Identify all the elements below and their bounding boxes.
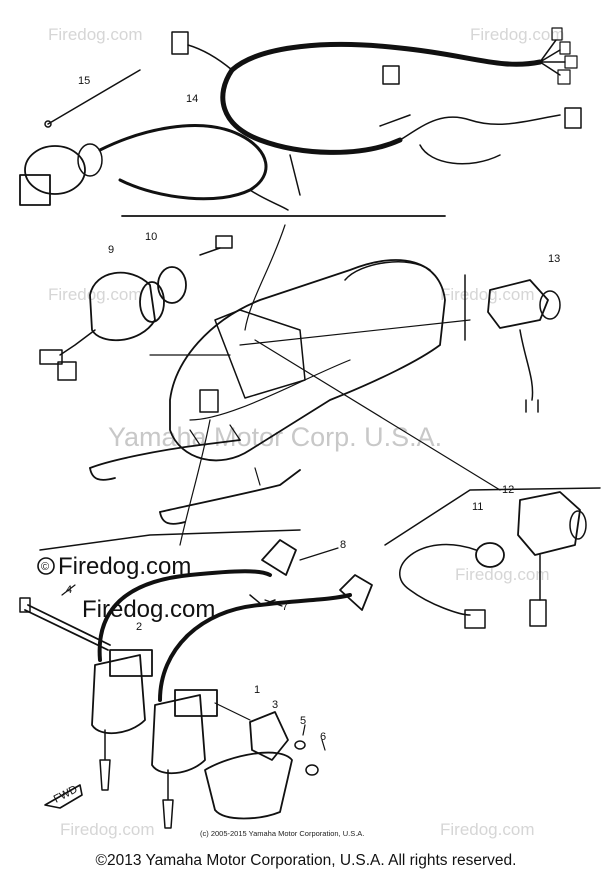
watermark-text: Firedog.com xyxy=(48,285,142,304)
firedog-text: Firedog.com xyxy=(82,596,215,623)
switch-13 xyxy=(487,279,561,413)
switch-11-12 xyxy=(399,491,587,629)
callout-8: 8 xyxy=(340,539,346,551)
watermark-text: Firedog.com xyxy=(440,820,534,839)
callout-numbers: 1 2 3 4 5 6 7 8 9 10 11 12 13 14 15 xyxy=(66,75,560,743)
firedog-text: Firedog.com xyxy=(58,553,191,580)
copyright-symbol: © xyxy=(41,561,49,573)
bolt xyxy=(19,584,111,651)
front-marker-label: FWD xyxy=(52,783,80,805)
callout-9: 9 xyxy=(108,244,114,256)
diagram-copyright: (c) 2005-2015 Yamaha Motor Corporation, … xyxy=(200,829,364,838)
front-arrow: FWD xyxy=(44,783,83,809)
callout-5: 5 xyxy=(300,715,306,727)
spark-plug-leads xyxy=(97,539,373,702)
firedog-logo: © Firedog.com Firedog.com xyxy=(37,553,215,623)
callout-6: 6 xyxy=(320,731,326,743)
callout-10: 10 xyxy=(145,231,157,243)
callout-13: 13 xyxy=(548,253,560,265)
footer-copyright: ©2013 Yamaha Motor Corporation, U.S.A. A… xyxy=(95,852,517,869)
callout-11: 11 xyxy=(472,501,483,513)
callout-2: 2 xyxy=(136,621,142,633)
ignition-coils xyxy=(91,649,251,829)
callout-14: 14 xyxy=(186,93,198,105)
copyright-circle xyxy=(37,557,55,575)
watermark-text: Firedog.com xyxy=(470,25,564,44)
wire-harness xyxy=(171,27,582,196)
snowmobile-body xyxy=(39,224,601,551)
watermark-text: Firedog.com xyxy=(48,25,142,44)
headlight-assembly xyxy=(39,235,233,381)
watermark-text: Firedog.com xyxy=(455,565,549,584)
watermark-text: Firedog.com xyxy=(60,820,154,839)
center-watermark: Yamaha Motor Corp. U.S.A. xyxy=(108,422,442,452)
callout-4: 4 xyxy=(66,584,72,596)
callout-7: 7 xyxy=(282,601,288,613)
callout-1: 1 xyxy=(254,684,260,696)
bracket-and-fasteners xyxy=(204,711,326,820)
watermark-text: Firedog.com xyxy=(440,285,534,304)
callout-15: 15 xyxy=(78,75,90,87)
callout-3: 3 xyxy=(272,699,278,711)
ignition-switch-assembly xyxy=(19,69,446,217)
callout-12: 12 xyxy=(502,484,514,496)
watermark-grid: Firedog.com Firedog.com Firedog.com Fire… xyxy=(48,25,564,839)
